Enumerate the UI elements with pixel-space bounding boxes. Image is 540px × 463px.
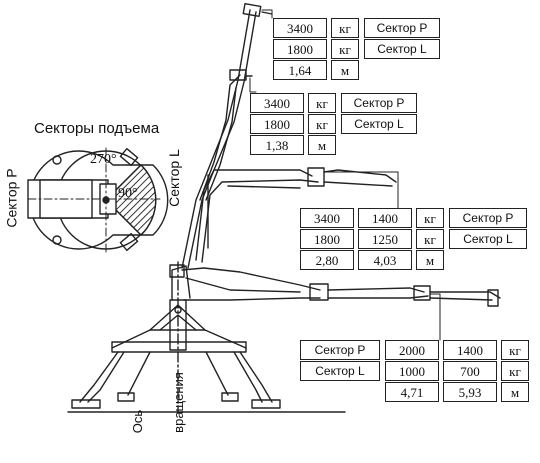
table-cell: кг bbox=[501, 340, 529, 360]
table-cell: 1800 bbox=[273, 39, 327, 59]
table-cell: 700 bbox=[443, 361, 497, 381]
table-cell: м bbox=[416, 250, 444, 270]
table-cell: Сектор P bbox=[364, 18, 440, 38]
table-cell: кг bbox=[308, 93, 336, 113]
axis-label-line2: вращения bbox=[170, 372, 186, 433]
sector-l-vertical-label: Сектор L bbox=[165, 149, 182, 207]
table-cell: 1250 bbox=[358, 229, 412, 249]
table-cell: кг bbox=[331, 39, 359, 59]
table-cell: кг bbox=[501, 361, 529, 381]
table-cell: 3400 bbox=[250, 93, 304, 113]
table-cell: 1800 bbox=[250, 114, 304, 134]
table-cell: 1400 bbox=[443, 340, 497, 360]
sector-diagram bbox=[27, 147, 169, 253]
table-cell: 3400 bbox=[273, 18, 327, 38]
table-cell: 2000 bbox=[385, 340, 439, 360]
angle-90-label: 90° bbox=[118, 186, 138, 201]
table-cell: 5,93 bbox=[443, 382, 497, 402]
table-cell: м bbox=[331, 60, 359, 80]
table-cell: м bbox=[501, 382, 529, 402]
table-cell: м bbox=[308, 135, 336, 155]
table-cell: 2,80 bbox=[300, 250, 354, 270]
table-cell: 1400 bbox=[358, 208, 412, 228]
table-cell: Сектор P bbox=[449, 208, 527, 228]
table-cell: кг bbox=[416, 229, 444, 249]
table-cell: Сектор L bbox=[341, 114, 417, 134]
table-cell: Сектор P bbox=[341, 93, 417, 113]
table-cell: 4,03 bbox=[358, 250, 412, 270]
table-cell: 3400 bbox=[300, 208, 354, 228]
table-cell: кг bbox=[308, 114, 336, 134]
axis-label-line1: Ось bbox=[130, 409, 146, 434]
table-cell: кг bbox=[416, 208, 444, 228]
angle-270-label: 270° bbox=[90, 152, 117, 167]
table-cell: Сектор P bbox=[300, 340, 380, 360]
table-cell: 1000 bbox=[385, 361, 439, 381]
table-cell: Сектор L bbox=[449, 229, 527, 249]
boom-config-2 bbox=[199, 69, 253, 201]
crane-base bbox=[71, 299, 281, 409]
table-cell: 1,38 bbox=[250, 135, 304, 155]
leader-lines bbox=[249, 9, 441, 341]
sectors-title: Секторы подъема bbox=[34, 120, 160, 137]
table-cell: кг bbox=[331, 18, 359, 38]
table-cell: 1800 bbox=[300, 229, 354, 249]
crane-column bbox=[169, 264, 191, 301]
sector-p-vertical-label: Сектор P bbox=[3, 168, 20, 228]
boom-config-4 bbox=[181, 267, 501, 307]
boom-config-3 bbox=[195, 167, 397, 263]
table-cell: 1,64 bbox=[273, 60, 327, 80]
table-cell: Сектор L bbox=[300, 361, 380, 381]
table-cell: Сектор L bbox=[364, 39, 440, 59]
table-cell: 4,71 bbox=[385, 382, 439, 402]
